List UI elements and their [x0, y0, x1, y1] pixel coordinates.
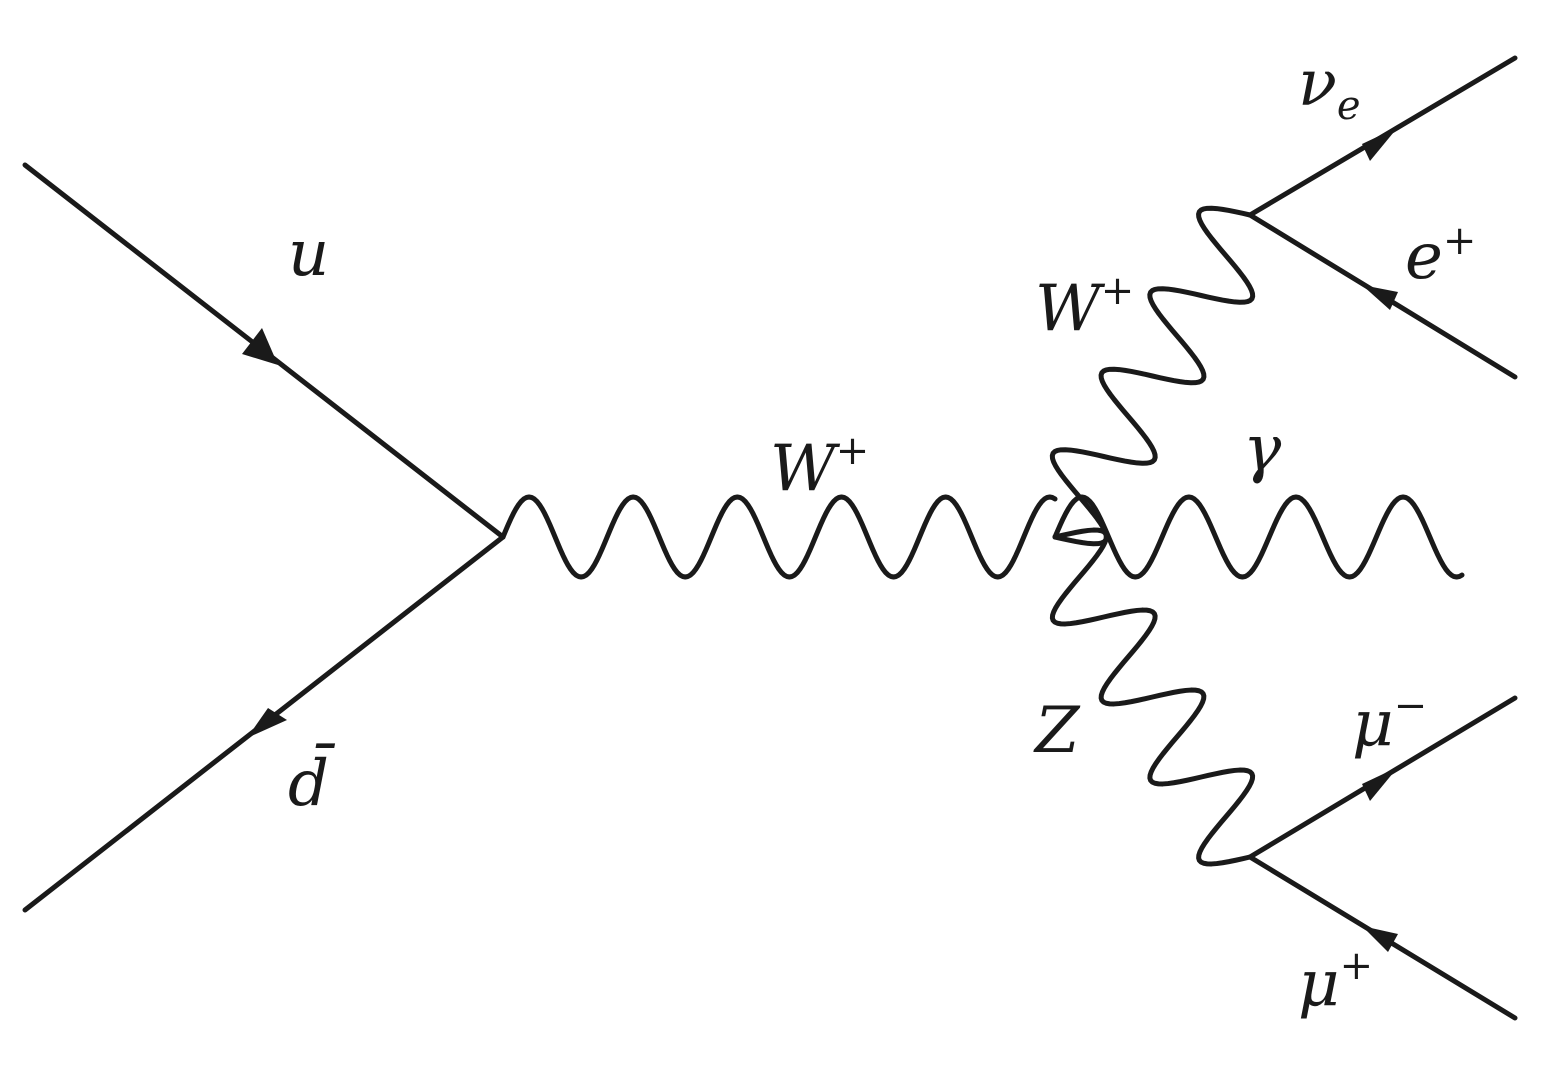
photon-line	[1052, 494, 1465, 580]
label-e-plus: e+	[1405, 218, 1476, 294]
w-plus-propagator	[500, 494, 1058, 580]
w-plus-outgoing-line	[1049, 205, 1256, 547]
label-dbar: d̄	[288, 743, 336, 821]
mu-plus-arrow-icon	[1362, 926, 1398, 952]
label-gamma: γ	[1243, 412, 1282, 486]
e-plus-arrow-icon	[1362, 285, 1398, 310]
label-mu-plus: μ+	[1298, 943, 1373, 1021]
dbar-arrow-icon	[247, 708, 287, 738]
label-w-prop: W+	[770, 428, 869, 506]
label-nu-e: νe	[1298, 47, 1361, 129]
mu-minus-arrow-icon	[1362, 767, 1398, 801]
label-u: u	[288, 217, 329, 291]
label-z: Z	[1033, 694, 1081, 768]
z-boson-line	[1049, 527, 1256, 867]
u-arrow-icon	[242, 328, 278, 365]
label-mu-minus: μ−	[1352, 683, 1427, 761]
label-w-out: W+	[1035, 268, 1134, 346]
nu-e-arrow-icon	[1362, 127, 1398, 161]
